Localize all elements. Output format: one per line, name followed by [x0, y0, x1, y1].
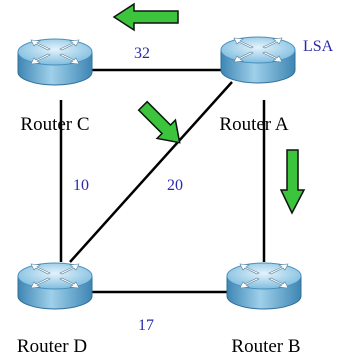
arrow-down-left-icon [137, 100, 181, 144]
cost-label-c-a: 32 [134, 45, 150, 62]
link-a-d [69, 81, 233, 263]
router-b-label: Router B [231, 336, 300, 356]
router-a-icon [220, 36, 296, 84]
router-a [220, 36, 296, 84]
router-b-icon [226, 262, 302, 310]
cost-label-c-d: 10 [73, 177, 89, 194]
router-c-label: Router C [20, 114, 89, 135]
arrow-left-icon [112, 2, 179, 32]
router-c-icon [17, 38, 93, 86]
cost-label-d-b: 17 [138, 317, 154, 334]
router-d-icon [17, 262, 93, 310]
router-d [17, 262, 93, 310]
router-a-label: Router A [219, 114, 288, 135]
router-b [226, 262, 302, 310]
cost-label-a-d: 20 [167, 177, 183, 194]
router-c [17, 38, 93, 86]
arrow-down-icon [279, 149, 306, 215]
router-d-label: Router D [17, 336, 87, 356]
lsa-label: LSA [303, 38, 334, 55]
